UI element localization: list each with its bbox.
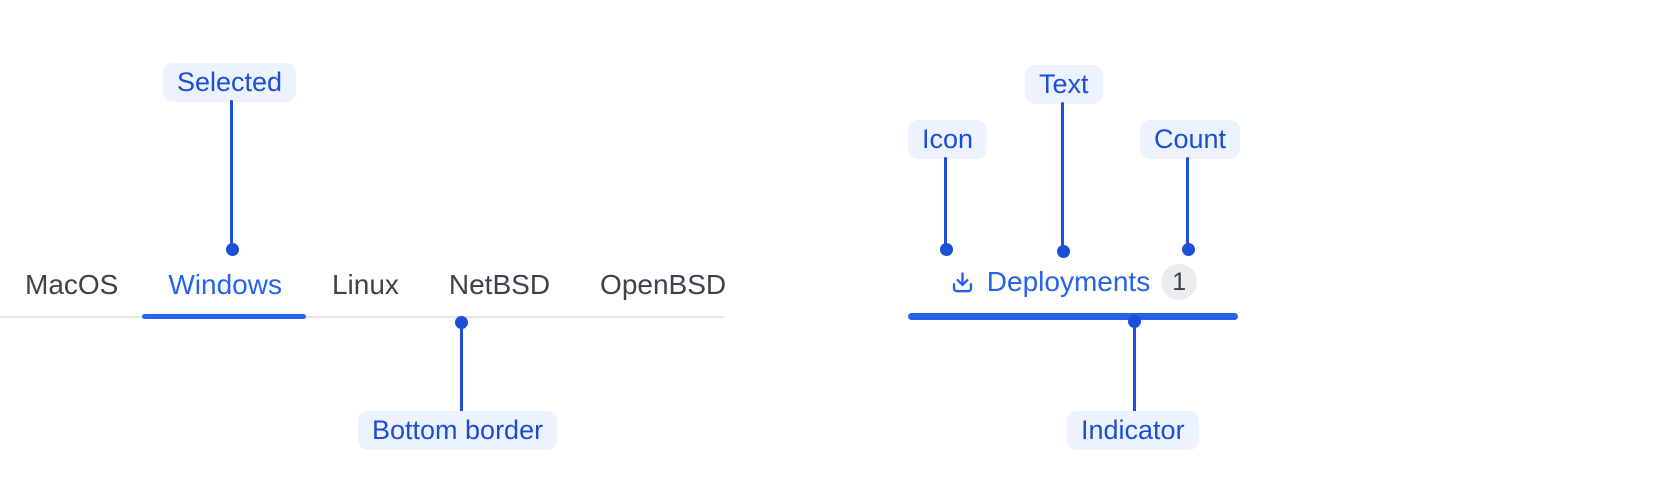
callout-text-label: Text: [1025, 65, 1103, 104]
active-tab-indicator: [908, 313, 1238, 320]
tab-label: Windows: [168, 269, 282, 300]
tab-macos[interactable]: MacOS: [25, 271, 118, 316]
callout-indicator-label: Indicator: [1067, 411, 1199, 450]
callout-indicator-connector-dot: [1128, 315, 1141, 328]
tab-bar: MacOS Windows Linux NetBSD OpenBSD: [0, 269, 726, 319]
callout-count-connector-line: [1186, 157, 1189, 246]
callout-text-connector-line: [1061, 102, 1064, 248]
callout-icon-label: Icon: [908, 120, 988, 159]
tab-linux[interactable]: Linux: [332, 271, 399, 316]
callout-selected-label: Selected: [163, 63, 297, 102]
callout-icon-connector-line: [944, 157, 947, 246]
tab-label: Deployments: [986, 266, 1151, 297]
tab-deployments[interactable]: Deployments 1: [908, 262, 1238, 302]
callout-bottom-border-label: Bottom border: [358, 411, 558, 450]
callout-selected-connector-line: [230, 100, 233, 246]
tab-windows[interactable]: Windows: [142, 269, 306, 319]
tab-label: OpenBSD: [600, 269, 727, 300]
tab-label: Linux: [331, 269, 399, 300]
active-tab-underline: [142, 314, 306, 319]
callout-icon-connector-dot: [940, 243, 953, 256]
count-badge: 1: [1161, 264, 1198, 300]
callout-indicator-connector-line: [1133, 327, 1136, 412]
callout-selected-connector-dot: [226, 243, 239, 256]
callout-count-label: Count: [1140, 120, 1241, 159]
callout-bottom-border-connector-line: [460, 327, 463, 412]
callout-text-connector-dot: [1057, 245, 1070, 258]
tab-label: NetBSD: [448, 269, 551, 300]
callout-count-connector-dot: [1182, 243, 1195, 256]
tab-netbsd[interactable]: NetBSD: [449, 271, 550, 316]
tab-openbsd[interactable]: OpenBSD: [600, 271, 726, 316]
download-icon: [949, 269, 976, 296]
callout-bottom-border-connector-dot: [455, 316, 468, 329]
tab-label: MacOS: [25, 269, 119, 300]
